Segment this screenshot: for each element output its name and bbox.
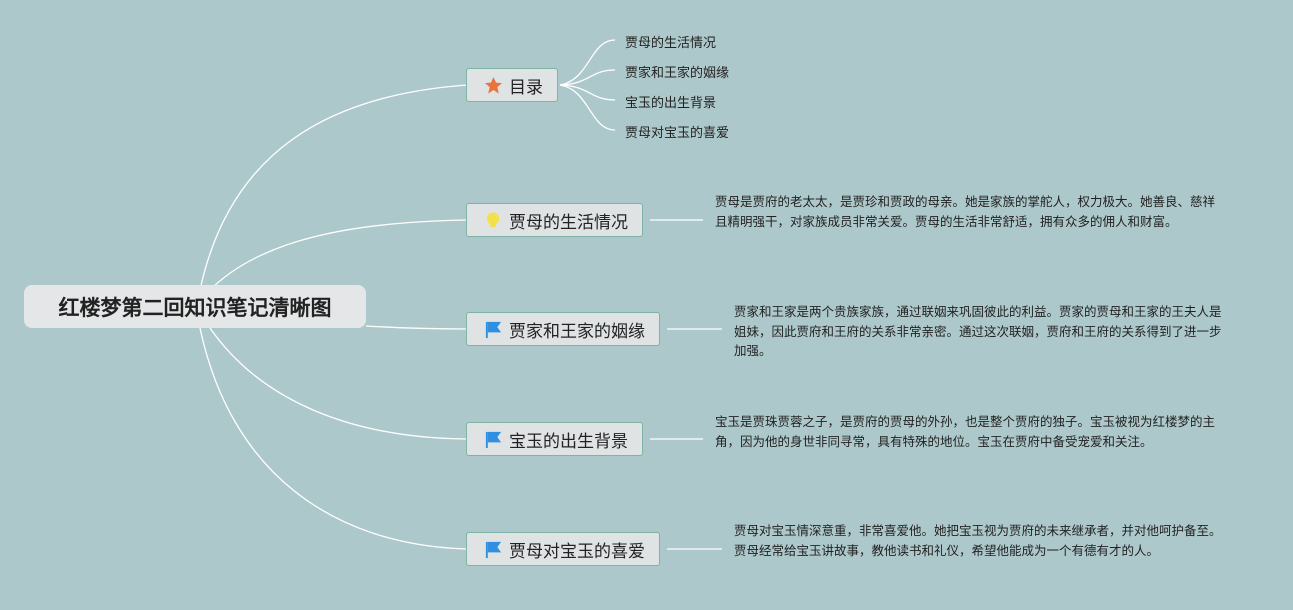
topic-label: 贾母的生活情况	[509, 212, 628, 233]
topic-label: 贾母对宝玉的喜爱	[509, 541, 645, 562]
topic-description: 贾母是贾府的老太太，是贾珍和贾政的母亲。她是家族的掌舵人，权力极大。她善良、慈祥…	[715, 194, 1216, 229]
central-topic[interactable]: 红楼梦第二回知识笔记清晰图	[24, 285, 366, 328]
topic-toc[interactable]: 目录	[466, 68, 558, 102]
toc-item[interactable]: 贾家和王家的姻缘	[625, 66, 730, 81]
toc-item[interactable]: 贾母对宝玉的喜爱	[625, 126, 730, 141]
topic-description: 贾母对宝玉情深意重，非常喜爱他。她把宝玉视为贾府的未来继承者，并对他呵护备至。贾…	[734, 523, 1222, 558]
topic-jiamu-life[interactable]: 贾母的生活情况	[466, 203, 643, 237]
toc-item[interactable]: 宝玉的出生背景	[625, 96, 717, 111]
topic-label: 贾家和王家的姻缘	[509, 321, 645, 342]
topic-baoyu-birth[interactable]: 宝玉的出生背景	[466, 422, 643, 456]
lightbulb-icon	[483, 210, 503, 230]
flag-icon	[483, 319, 503, 339]
toc-item[interactable]: 贾母的生活情况	[625, 36, 717, 51]
topic-jiamu-love-baoyu[interactable]: 贾母对宝玉的喜爱	[466, 532, 660, 566]
topic-description: 宝玉是贾珠贾蓉之子，是贾府的贾母的外孙，也是整个贾府的独子。宝玉被视为红楼梦的主…	[715, 414, 1216, 449]
flag-icon	[483, 539, 503, 559]
topic-label: 宝玉的出生背景	[509, 431, 628, 452]
star-icon	[483, 75, 503, 95]
flag-icon	[483, 429, 503, 449]
topic-description: 贾家和王家是两个贵族家族，通过联姻来巩固彼此的利益。贾家的贾母和王家的王夫人是姐…	[734, 304, 1222, 358]
topic-jia-wang-marriage[interactable]: 贾家和王家的姻缘	[466, 312, 660, 346]
central-topic-label: 红楼梦第二回知识笔记清晰图	[58, 295, 332, 320]
topic-label: 目录	[509, 77, 543, 98]
